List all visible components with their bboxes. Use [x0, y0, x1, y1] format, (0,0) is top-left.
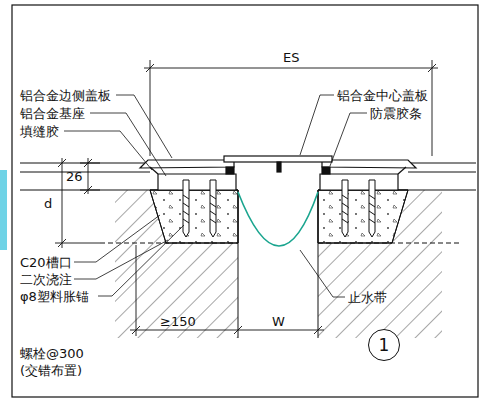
part-label: 铝合金中心盖板 [337, 88, 428, 103]
part-label: 螺栓@300 [20, 346, 84, 361]
part-label: 防震胶条 [370, 106, 422, 121]
part-label: C20槽口 [20, 255, 72, 270]
dimension-text: d [44, 196, 52, 211]
leader-lines [64, 95, 367, 297]
part-label: 铝合金基座 [20, 106, 85, 121]
dimension-text: W [272, 314, 285, 329]
water-stop [238, 192, 318, 246]
callout-number: 1 [379, 335, 390, 355]
side-tab [0, 170, 7, 250]
part-label: (交错布置) [20, 363, 82, 378]
part-label: 止水带 [348, 290, 387, 305]
anchor-bolts [183, 180, 375, 237]
part-label: φ8塑料胀锚 [20, 289, 89, 304]
dimension-text: 26 [66, 169, 83, 184]
frame [12, 5, 478, 397]
dimensions [55, 60, 438, 336]
part-label: 填缝胶 [20, 124, 59, 139]
part-label: 铝合金边侧盖板 [20, 88, 111, 103]
dimension-text: ES [283, 50, 299, 65]
dimension-text: ≥150 [160, 314, 196, 329]
callout-circle: 1 [368, 329, 400, 361]
part-label: 二次浇注 [20, 272, 72, 287]
